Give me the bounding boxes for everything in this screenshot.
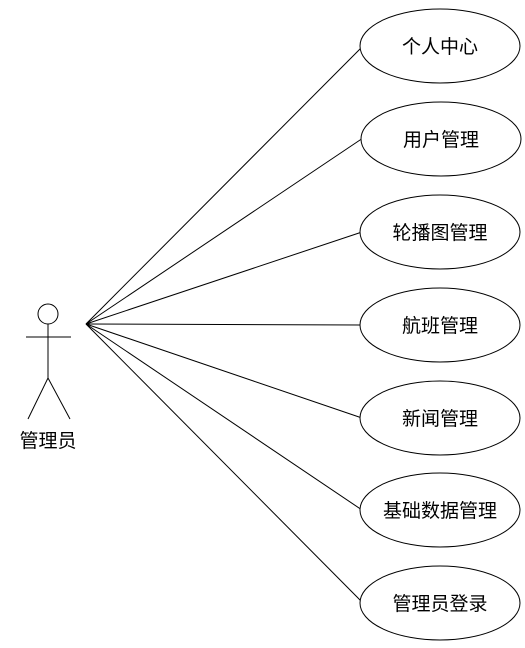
use-case-ellipse (359, 565, 521, 641)
use-case-label: 基础数据管理 (383, 500, 497, 522)
association-line (85, 137, 364, 325)
use-case-label: 个人中心 (402, 36, 478, 58)
actor-left-leg (27, 377, 49, 420)
association-line (85, 323, 363, 511)
use-case-user-management: 用户管理 (360, 101, 522, 177)
use-case-admin-login: 管理员登录 (359, 565, 521, 641)
use-case-flight-management: 航班管理 (359, 287, 521, 363)
use-case-ellipse (359, 287, 521, 363)
actor-name: 管理员 (19, 430, 76, 452)
association-line (85, 323, 364, 604)
association-line (85, 231, 363, 325)
actor-right-leg (47, 377, 71, 420)
use-case-news-management: 新闻管理 (359, 380, 521, 456)
association-line (85, 45, 364, 325)
use-case-label: 管理员登录 (392, 593, 487, 615)
use-case-label: 用户管理 (403, 129, 479, 151)
use-case-ellipse (359, 380, 521, 456)
use-case-label: 新闻管理 (402, 408, 478, 430)
association-line (85, 323, 363, 419)
use-case-basic-data-management: 基础数据管理 (359, 472, 521, 548)
association-line (85, 323, 363, 326)
use-case-label: 航班管理 (402, 315, 478, 337)
use-case-personal-center: 个人中心 (359, 8, 521, 84)
use-case-carousel-management: 轮播图管理 (359, 194, 521, 270)
use-case-ellipse (359, 472, 521, 548)
use-case-ellipse (359, 194, 521, 270)
use-case-ellipse (359, 8, 521, 84)
use-case-ellipse (360, 101, 522, 177)
actor-head (37, 303, 59, 325)
actor: 管理员 (19, 303, 77, 452)
use-case-label: 轮播图管理 (392, 222, 487, 244)
associations (85, 45, 364, 604)
